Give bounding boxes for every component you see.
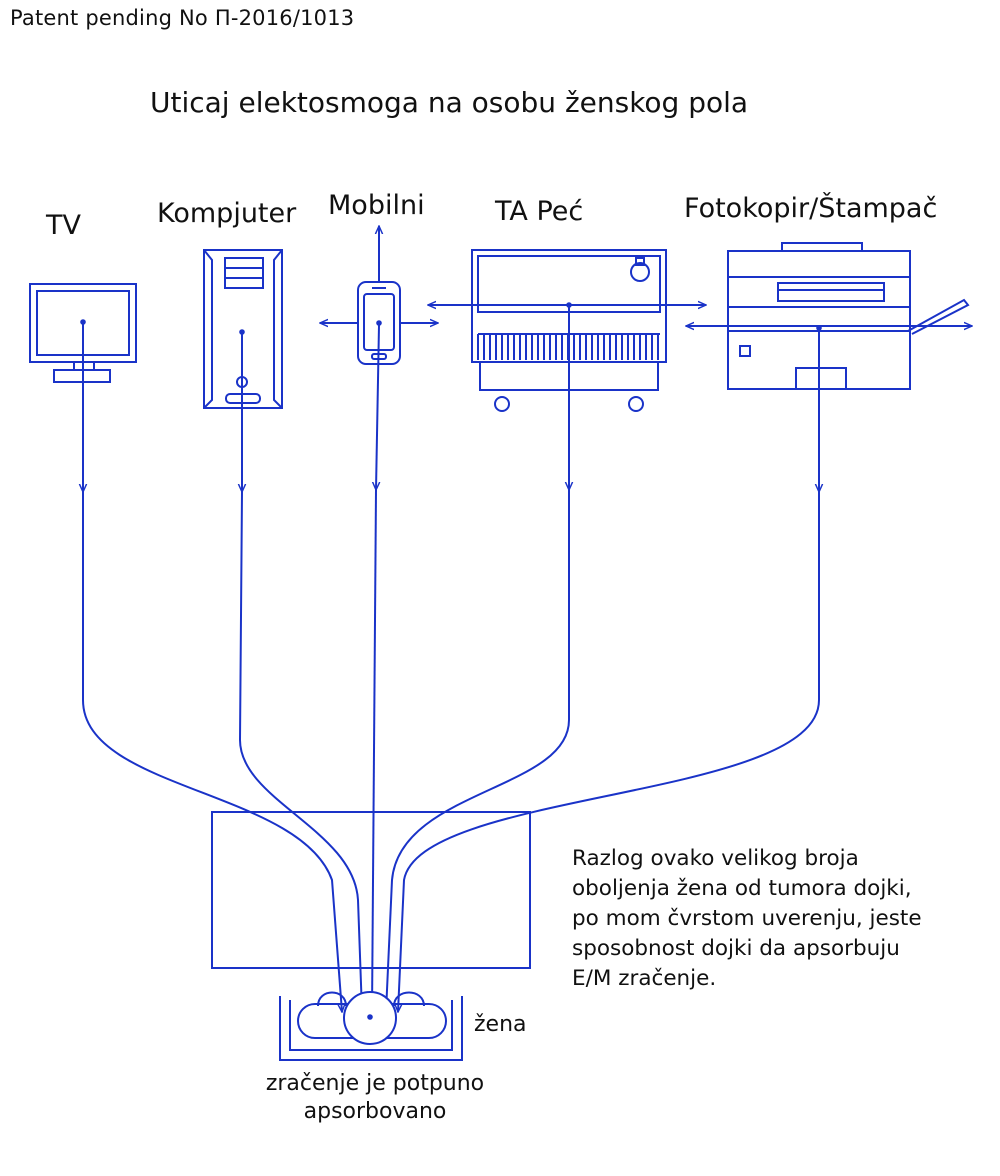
absorption-caption: zračenje je potpuno apsorbovano [230,1070,520,1126]
device-label-mobile: Mobilni [328,190,425,221]
explanation-line: oboljenja žena od tumora dojki, [572,876,912,901]
radiation-arrows [320,226,972,326]
device-label-tv: TV [46,210,81,241]
page-title: Uticaj elektosmoga na osobu ženskog pola [150,86,749,119]
explanation-line: Razlog ovako velikog broja [572,846,859,871]
woman-figure-icon [279,991,463,1061]
computer-icon [203,249,283,409]
device-label-copier-printer: Fotokopir/Štampač [684,193,938,224]
radiation-paths [83,307,819,1012]
copier-printer-icon [727,242,970,390]
caption-line: apsorbovano [303,1099,447,1124]
device-label-ta-stove: TA Peć [495,196,584,227]
person-label: žena [474,1012,527,1037]
device-label-computer: Kompjuter [157,198,297,229]
explanation-line: po mom čvrstom uverenju, jeste [572,906,922,931]
explanation-text: Razlog ovako velikog broja oboljenja žen… [572,844,992,994]
explanation-line: sposobnost dojki da apsorbuju [572,936,900,961]
caption-line: zračenje je potpuno [265,1071,485,1096]
patent-notice: Patent pending No П-2016/1013 [10,6,355,30]
explanation-line: E/M zračenje. [572,966,717,991]
wall-box [211,811,531,969]
